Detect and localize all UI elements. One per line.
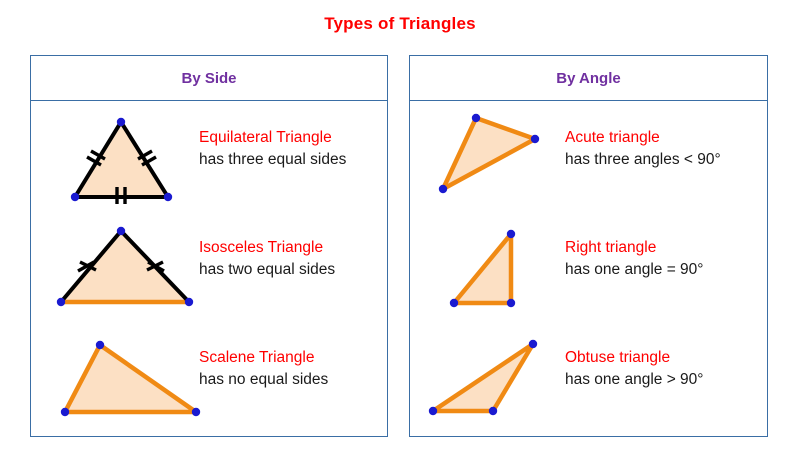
isosceles-triangle-figure [31, 215, 211, 327]
page-title: Types of Triangles [324, 14, 476, 33]
triangle-name: Equilateral Triangle [199, 129, 332, 146]
equilateral-triangle-icon [70, 117, 173, 204]
triangle-name: Obtuse triangle [565, 349, 671, 366]
panel-by-angle: By Angle Acute triangle has three angles… [409, 55, 768, 437]
triangle-description: has two equal sides [199, 261, 336, 279]
triangle-name: Scalene Triangle [199, 349, 315, 366]
entry-scalene: Scalene Triangle has no equal sides [31, 325, 387, 437]
triangle-name: Isosceles Triangle [199, 239, 324, 256]
triangle-description: has three angles < 90° [565, 151, 721, 169]
labels-obtuse: Obtuse triangle has one angle > 90° [565, 347, 704, 392]
right-triangle-figure [410, 215, 590, 327]
obtuse-triangle-figure [410, 325, 590, 437]
triangle-description: has three equal sides [199, 151, 347, 169]
labels-scalene: Scalene Triangle has no equal sides [199, 347, 328, 392]
entry-obtuse: Obtuse triangle has one angle > 90° [410, 325, 767, 437]
entry-equilateral: Equilateral Triangle has three equal sid… [31, 105, 387, 217]
triangle-description: has no equal sides [199, 371, 329, 389]
scalene-triangle-icon [60, 340, 201, 417]
triangle-description: has one angle = 90° [565, 261, 704, 279]
isosceles-triangle-icon [56, 226, 194, 307]
equilateral-triangle-figure [31, 105, 211, 217]
right-triangle-icon [449, 229, 516, 308]
entry-acute: Acute triangle has three angles < 90° [410, 105, 767, 217]
triangle-name: Right triangle [565, 239, 657, 256]
panel-body-by-angle: Acute triangle has three angles < 90° Ri… [410, 101, 767, 436]
panel-header-by-angle: By Angle [410, 56, 767, 101]
panel-header-label: By Angle [556, 69, 621, 87]
panel-body-by-side: Equilateral Triangle has three equal sid… [31, 101, 387, 436]
panel-by-side: By Side [30, 55, 388, 437]
triangle-description: has one angle > 90° [565, 371, 704, 389]
panel-header-label: By Side [181, 69, 237, 87]
acute-triangle-icon [438, 113, 540, 194]
entry-right: Right triangle has one angle = 90° [410, 215, 767, 327]
labels-isosceles: Isosceles Triangle has two equal sides [199, 237, 335, 282]
scalene-triangle-figure [31, 325, 211, 437]
triangle-name: Acute triangle [565, 129, 660, 146]
acute-triangle-figure [410, 105, 590, 217]
labels-right: Right triangle has one angle = 90° [565, 237, 704, 282]
labels-equilateral: Equilateral Triangle has three equal sid… [199, 127, 346, 172]
labels-acute: Acute triangle has three angles < 90° [565, 127, 721, 172]
obtuse-triangle-icon [428, 339, 538, 416]
panel-header-by-side: By Side [31, 56, 387, 101]
entry-isosceles: Isosceles Triangle has two equal sides [31, 215, 387, 327]
